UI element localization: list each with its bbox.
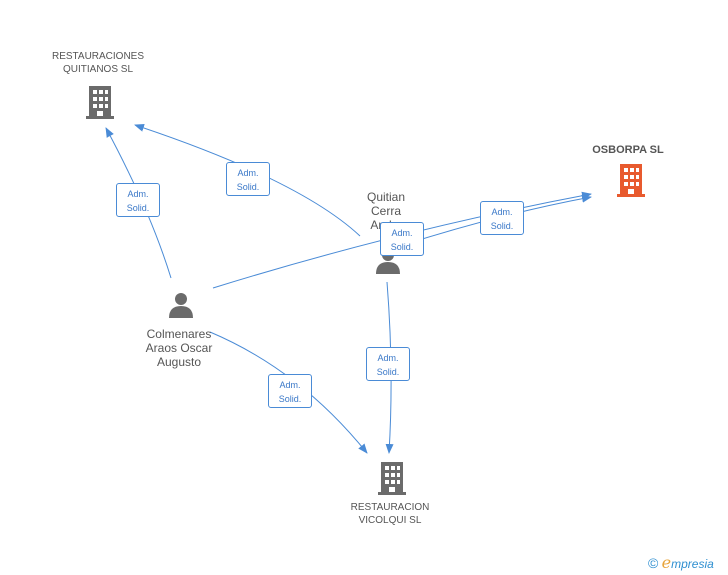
edge-role: Adm. bbox=[279, 380, 301, 390]
node-label-osborpa[interactable]: OSBORPA SL bbox=[578, 143, 678, 157]
edge-role: Solid. bbox=[390, 242, 414, 252]
edge-role: Adm. bbox=[377, 353, 399, 363]
building-icon[interactable] bbox=[85, 84, 115, 120]
label-line: Augusto bbox=[156, 355, 202, 369]
building-icon[interactable] bbox=[377, 460, 407, 496]
edge-label-quitian-to-osborpa[interactable]: Adm. Solid. bbox=[480, 201, 524, 235]
edge-role: Solid. bbox=[126, 203, 150, 213]
edge-label-colmenares-to-osborpa[interactable]: Adm. Solid. bbox=[380, 222, 424, 256]
node-label-restauraciones-quitianos[interactable]: RESTAURACIONES QUITIANOS SL bbox=[38, 50, 158, 76]
brand-e: e bbox=[661, 553, 672, 572]
building-icon[interactable] bbox=[615, 162, 647, 198]
edge-role: Adm. bbox=[491, 207, 513, 217]
label-line: RESTAURACIONES bbox=[51, 51, 145, 62]
label-line: Quitian bbox=[366, 190, 406, 204]
edge-role: Solid. bbox=[278, 394, 302, 404]
label-line: Colmenares bbox=[146, 327, 212, 341]
edge-role: Solid. bbox=[236, 182, 260, 192]
edge-role: Adm. bbox=[391, 228, 413, 238]
edge-quitian-to-quitianos bbox=[134, 124, 361, 237]
label-line: VICOLQUI SL bbox=[358, 515, 422, 526]
empresia-logo[interactable]: © empresia bbox=[648, 553, 714, 572]
edge-label-quitian-to-quitianos[interactable]: Adm. Solid. bbox=[226, 162, 270, 196]
edge-role: Solid. bbox=[490, 221, 514, 231]
copyright-icon: © bbox=[648, 555, 659, 571]
edge-role: Solid. bbox=[376, 367, 400, 377]
label-line: Cerra bbox=[370, 204, 401, 218]
label-line: RESTAURACION bbox=[350, 502, 430, 513]
person-icon[interactable] bbox=[167, 291, 195, 319]
edge-role: Adm. bbox=[237, 168, 259, 178]
node-label-colmenares[interactable]: Colmenares Araos Oscar Augusto bbox=[129, 327, 229, 369]
edge-label-colmenares-to-quitianos[interactable]: Adm. Solid. bbox=[116, 183, 160, 217]
node-label-restauracion-vicolqui[interactable]: RESTAURACION VICOLQUI SL bbox=[330, 501, 450, 527]
edge-role: Adm. bbox=[127, 189, 149, 199]
edge-label-quitian-to-vicolqui[interactable]: Adm. Solid. bbox=[366, 347, 410, 381]
edge-label-colmenares-to-vicolqui[interactable]: Adm. Solid. bbox=[268, 374, 312, 408]
label-line: QUITIANOS SL bbox=[62, 64, 133, 75]
label-line: Araos Oscar bbox=[145, 341, 213, 355]
label-line: OSBORPA SL bbox=[592, 144, 664, 156]
brand-name: mpresia bbox=[671, 557, 714, 571]
